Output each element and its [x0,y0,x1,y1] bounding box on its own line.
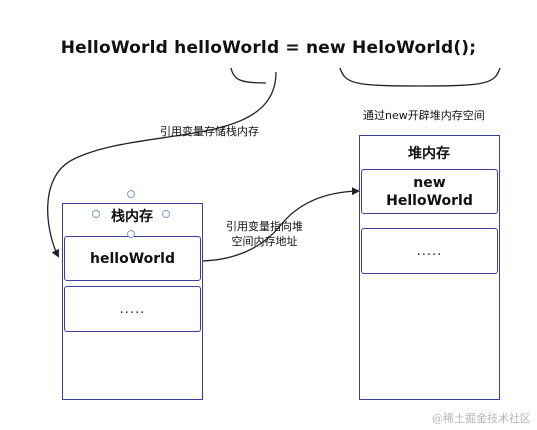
heap-object-line1: new [413,174,446,191]
heap-cell-empty-label: ..... [416,243,443,259]
selection-handle-cell[interactable] [127,230,135,238]
stack-cell-empty-label: ..... [119,301,146,317]
stack-reference-note: 引用变量存储栈内存 [160,125,259,138]
heap-object-line2: HelloWorld [386,192,473,209]
selection-handle-left[interactable] [92,210,100,218]
pointer-note-line1: 引用变量指向堆 [226,220,303,233]
stack-cell-reference-label: helloWorld [90,250,175,267]
heap-allocation-note: 通过new开辟堆内存空间 [363,109,485,122]
reference-bracket [230,67,267,84]
heap-pointer-arrow [201,187,360,262]
heap-object-cell: new HelloWorld [361,169,498,214]
pointer-note: 引用变量指向堆 空间内存地址 [226,219,303,249]
stack-cell-empty: ..... [64,286,201,332]
pointer-note-line2: 空间内存地址 [231,235,298,248]
heap-cell-empty: ..... [361,228,498,274]
heap-memory-title: 堆内存 [408,146,450,162]
selection-handle-top[interactable] [127,190,135,198]
watermark: @稀土掘金技术社区 [432,412,531,425]
code-statement: HelloWorld helloWorld = new HeloWorld(); [60,38,477,58]
stack-cell-reference: helloWorld [64,236,201,281]
new-expression-bracket [339,67,501,87]
stack-reference-arrow [47,71,277,258]
stack-memory-title: 栈内存 [111,209,153,225]
selection-handle-right[interactable] [162,210,170,218]
